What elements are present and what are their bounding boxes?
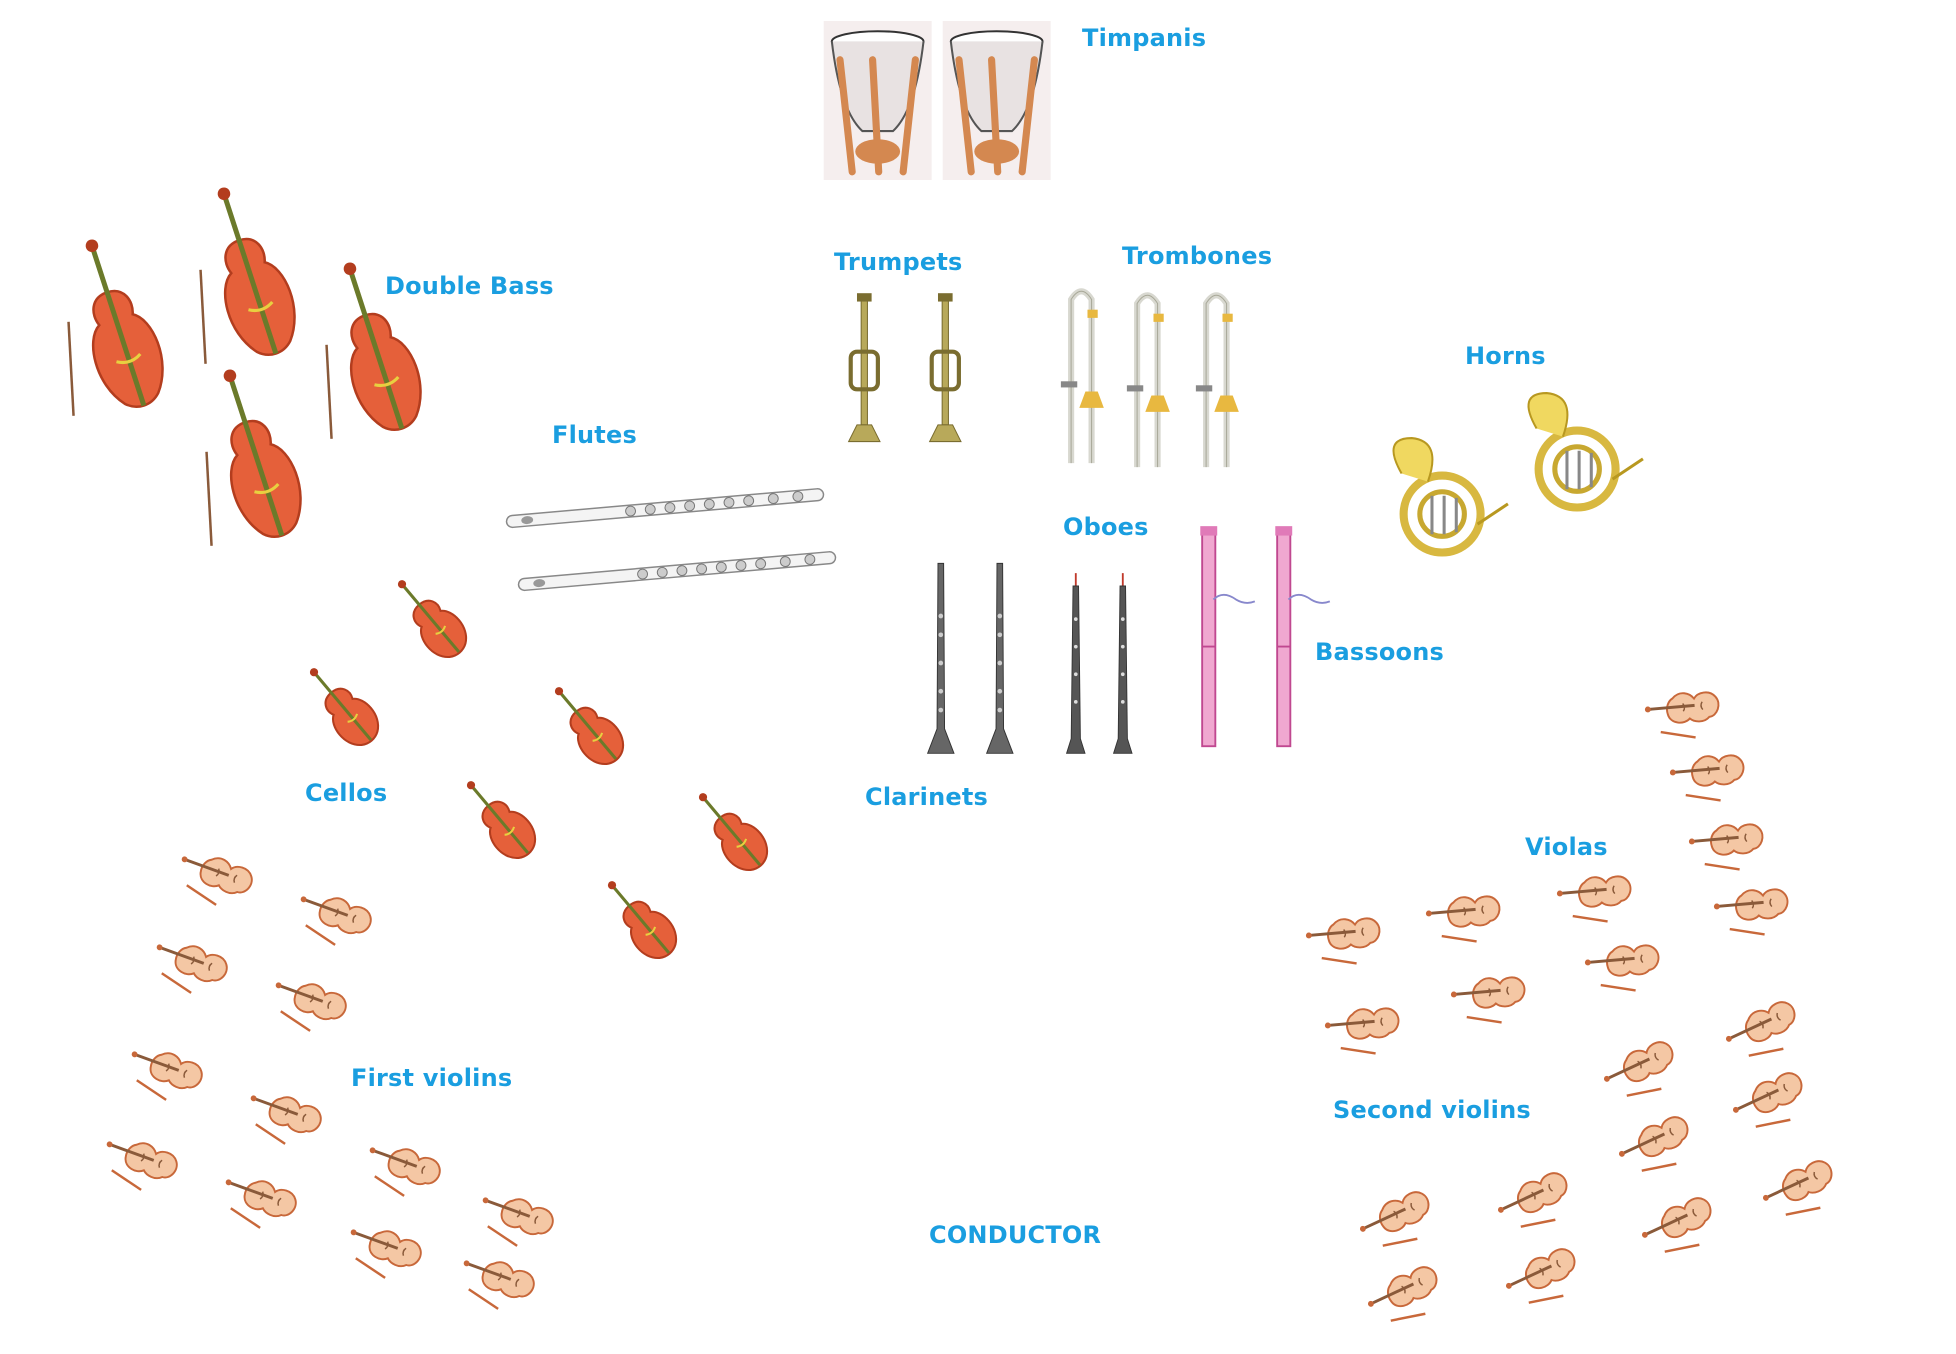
cello-drawing — [591, 870, 694, 973]
double-bass-drawing — [188, 182, 313, 370]
timpani-drawing — [939, 19, 1054, 182]
oboe-drawing — [1062, 566, 1090, 764]
cello-drawing — [293, 657, 396, 760]
first-violin-drawing — [152, 936, 250, 995]
first-violin-drawing — [221, 1171, 319, 1230]
first-violin-drawing — [271, 974, 369, 1033]
viola-drawing — [1417, 866, 1531, 961]
oboe-drawing — [1109, 566, 1137, 764]
label-bassoons: Bassoons — [1315, 638, 1445, 666]
first-violin-drawing — [478, 1189, 576, 1248]
clarinet-drawing — [981, 553, 1019, 764]
trumpet-drawing — [915, 289, 978, 446]
label-timpanis: Timpanis — [1082, 24, 1207, 52]
first-violin-drawing — [296, 888, 394, 947]
first-violin-drawing — [246, 1087, 344, 1146]
first-violin-drawing — [365, 1139, 463, 1198]
viola-drawing — [1316, 977, 1430, 1072]
double-bass-drawing — [56, 234, 181, 422]
flute-drawing — [500, 474, 828, 542]
label-violas: Violas — [1525, 833, 1608, 861]
label-first-violins: First violins — [351, 1064, 513, 1092]
first-violin-drawing — [346, 1221, 444, 1280]
trombone-drawing — [1116, 283, 1179, 477]
double-bass-drawing — [194, 364, 319, 552]
label-double-bass: Double Bass — [385, 272, 554, 300]
cello-drawing — [538, 676, 641, 779]
label-trombones: Trombones — [1122, 242, 1273, 270]
first-violin-drawing — [459, 1252, 557, 1311]
viola-drawing — [1442, 946, 1556, 1041]
label-oboes: Oboes — [1063, 513, 1149, 541]
first-violin-drawing — [102, 1133, 200, 1192]
label-flutes: Flutes — [552, 421, 637, 449]
cello-drawing — [682, 782, 785, 885]
label-second-violins: Second violins — [1333, 1096, 1531, 1124]
flute-drawing — [513, 536, 841, 604]
trombone-drawing — [1185, 283, 1248, 477]
first-violin-drawing — [127, 1043, 225, 1102]
clarinet-drawing — [922, 553, 960, 764]
cello-drawing — [381, 569, 484, 672]
label-trumpets: Trumpets — [834, 248, 963, 276]
timpani-drawing — [820, 19, 935, 182]
viola-drawing — [1298, 887, 1412, 982]
label-horns: Horns — [1465, 342, 1546, 370]
label-cellos: Cellos — [305, 779, 388, 807]
bassoon-drawing — [1189, 518, 1264, 756]
label-clarinets: Clarinets — [865, 783, 989, 811]
horn-drawing — [1370, 433, 1514, 565]
trumpet-drawing — [834, 289, 897, 446]
label-conductor: CONDUCTOR — [929, 1221, 1102, 1249]
horn-drawing — [1505, 388, 1649, 520]
trombone-drawing — [1050, 279, 1113, 473]
first-violin-drawing — [177, 848, 275, 907]
cello-drawing — [450, 770, 553, 873]
